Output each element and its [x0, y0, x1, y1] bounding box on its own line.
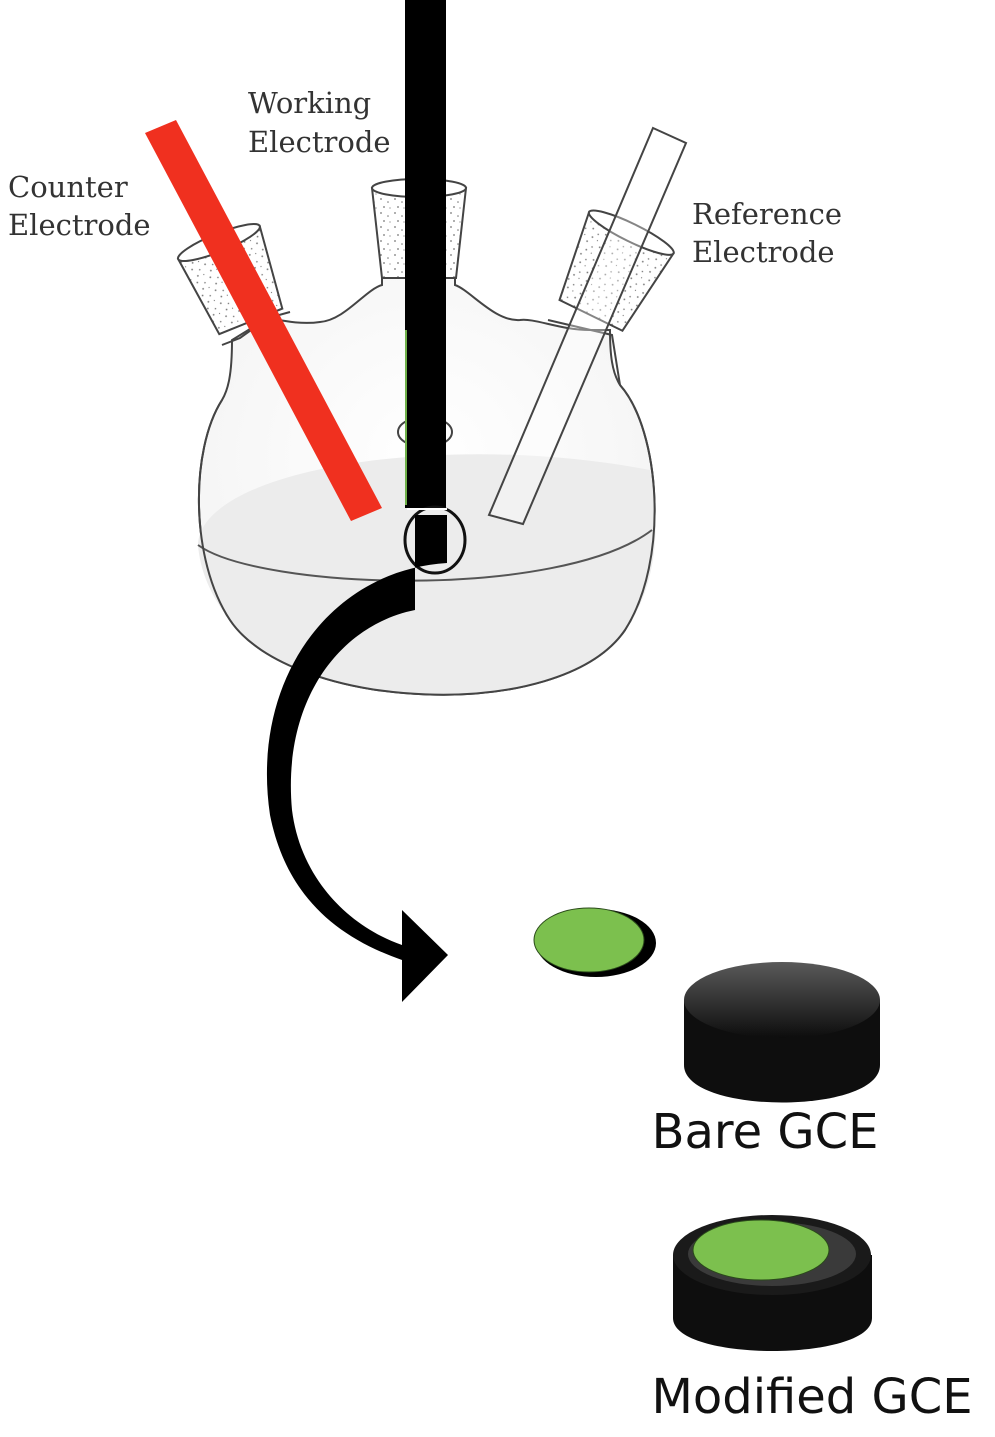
bare-gce-label: Bare GCE	[652, 1104, 879, 1160]
working-electrode-tip	[407, 508, 447, 510]
working-electrode-label: Working Electrode	[248, 86, 391, 159]
counter-electrode	[145, 120, 382, 521]
counter-electrode-label: Counter Electrode	[8, 170, 151, 242]
bare-gce-electrode	[684, 962, 880, 1103]
working-electrode	[405, 0, 446, 508]
film-disc	[533, 907, 656, 977]
zoom-circle	[403, 505, 467, 575]
modified-gce-label: Modified GCE	[651, 1369, 972, 1425]
reference-electrode-label: Reference Electrode	[692, 197, 851, 269]
curved-arrow	[266, 515, 448, 1002]
reference-electrode	[487, 126, 688, 526]
modified-gce-electrode	[673, 1215, 872, 1351]
